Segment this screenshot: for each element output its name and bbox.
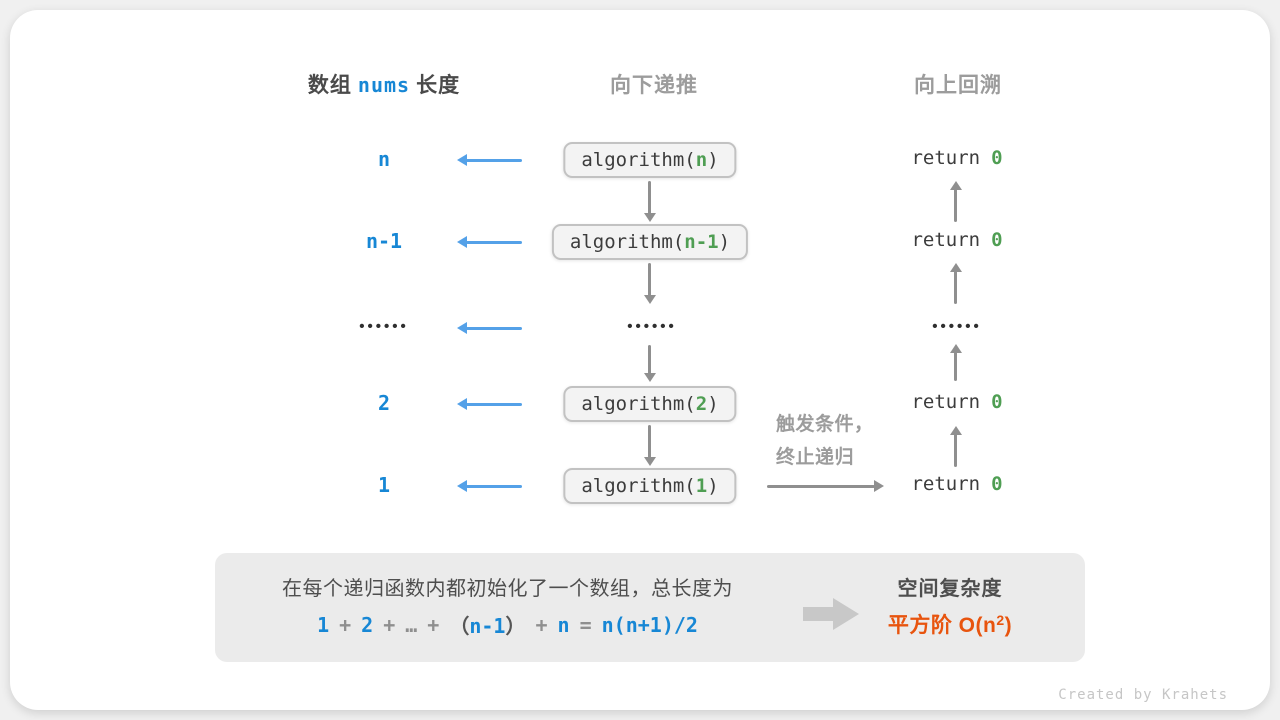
call-suffix: ) — [707, 393, 719, 415]
formula-paren: ） — [505, 616, 526, 638]
conclusion-value: 平方阶 O(n2) — [825, 609, 1075, 639]
formula-operator: + — [383, 612, 396, 637]
length-label-n: n — [377, 147, 391, 171]
length-label-1: 1 — [377, 473, 391, 497]
call-prefix: algorithm( — [569, 231, 685, 253]
return-value: 0 — [991, 473, 1003, 495]
conclusion-suffix: ) — [1004, 614, 1013, 637]
call-prefix: algorithm( — [581, 149, 696, 171]
call-param: 1 — [695, 475, 708, 497]
conclusion-prefix: 平方阶 O(n — [887, 614, 997, 637]
call-param: n — [695, 149, 708, 171]
call-box-algorithm-1: algorithm(1) — [563, 468, 737, 504]
header-left-suffix: 长度 — [416, 74, 461, 97]
down-arrow-icon — [643, 263, 656, 304]
return-value: 0 — [991, 391, 1003, 413]
column-header-recurse-down: 向下递推 — [610, 74, 698, 97]
trigger-note-line2: 终止递归 — [776, 447, 855, 468]
call-box-algorithm-n-1: algorithm(n-1) — [551, 224, 749, 260]
block-arrow-icon — [803, 598, 859, 630]
call-prefix: algorithm( — [581, 393, 696, 415]
formula-term: 1 — [317, 612, 330, 637]
length-label-2: 2 — [377, 391, 391, 415]
down-arrow-icon — [643, 181, 656, 222]
return-statement: return 0 — [911, 147, 1002, 169]
header-left-prefix: 数组 — [307, 74, 352, 97]
formula-operator: + — [339, 612, 352, 637]
summary-panel: 在每个递归函数内都初始化了一个数组，总长度为 1 + 2 + … + （n-1）… — [215, 553, 1085, 662]
watermark-credit: Created by Krahets — [1058, 687, 1228, 703]
return-keyword: return — [911, 147, 981, 169]
down-arrow-icon — [643, 345, 656, 382]
header-nums-code: nums — [357, 73, 411, 97]
call-box-algorithm-2: algorithm(2) — [563, 386, 737, 422]
call-suffix: ) — [707, 475, 719, 497]
return-keyword: return — [911, 391, 981, 413]
conclusion-title: 空间复杂度 — [897, 578, 1003, 600]
return-value: 0 — [991, 147, 1003, 169]
call-ellipsis-dots: •••••• — [627, 318, 677, 335]
formula-term: 2 — [361, 612, 374, 637]
trigger-condition-note: 触发条件， 终止递归 — [776, 408, 874, 474]
return-keyword: return — [911, 229, 981, 251]
formula-term: n — [557, 612, 570, 637]
call-suffix: ) — [707, 149, 719, 171]
formula-result: n(n+1)/2 — [601, 612, 698, 637]
return-statement: return 0 — [911, 473, 1002, 495]
formula-term: n-1 — [469, 614, 506, 638]
left-arrow-icon — [457, 236, 522, 248]
length-ellipsis-dots: •••••• — [359, 318, 409, 335]
summary-formula: 1 + 2 + … + （n-1） + n = n(n+1)/2 — [215, 610, 800, 639]
formula-operator: + — [535, 612, 548, 637]
column-header-backtrack-up: 向上回溯 — [914, 74, 1002, 97]
up-arrow-icon — [949, 426, 962, 467]
left-arrow-icon — [457, 154, 522, 166]
call-suffix: ) — [718, 231, 731, 253]
conclusion-superscript: 2 — [996, 612, 1005, 628]
call-prefix: algorithm( — [581, 475, 696, 497]
formula-operator: = — [579, 612, 592, 637]
down-arrow-icon — [643, 425, 656, 466]
return-ellipsis-dots: •••••• — [932, 318, 982, 335]
return-statement: return 0 — [911, 229, 1002, 251]
up-arrow-icon — [949, 344, 962, 381]
left-arrow-icon — [457, 480, 522, 492]
length-label-n-1: n-1 — [365, 229, 403, 253]
formula-operator: + — [427, 612, 440, 637]
formula-paren: （ — [449, 616, 470, 638]
up-arrow-icon — [949, 263, 962, 304]
right-arrow-icon — [767, 480, 884, 492]
return-value: 0 — [991, 229, 1003, 251]
call-param: 2 — [695, 393, 708, 415]
summary-description: 在每个递归函数内都初始化了一个数组，总长度为 — [282, 578, 733, 600]
return-keyword: return — [911, 473, 981, 495]
formula-ellipsis: … — [405, 612, 418, 637]
call-box-algorithm-n: algorithm(n) — [563, 142, 737, 178]
return-statement: return 0 — [911, 391, 1002, 413]
up-arrow-icon — [949, 181, 962, 222]
left-arrow-icon — [457, 322, 522, 334]
left-arrow-icon — [457, 398, 522, 410]
trigger-note-line1: 触发条件， — [776, 414, 874, 435]
call-param: n-1 — [684, 231, 719, 253]
formula-parenthesized-term: （n-1） — [449, 610, 525, 639]
